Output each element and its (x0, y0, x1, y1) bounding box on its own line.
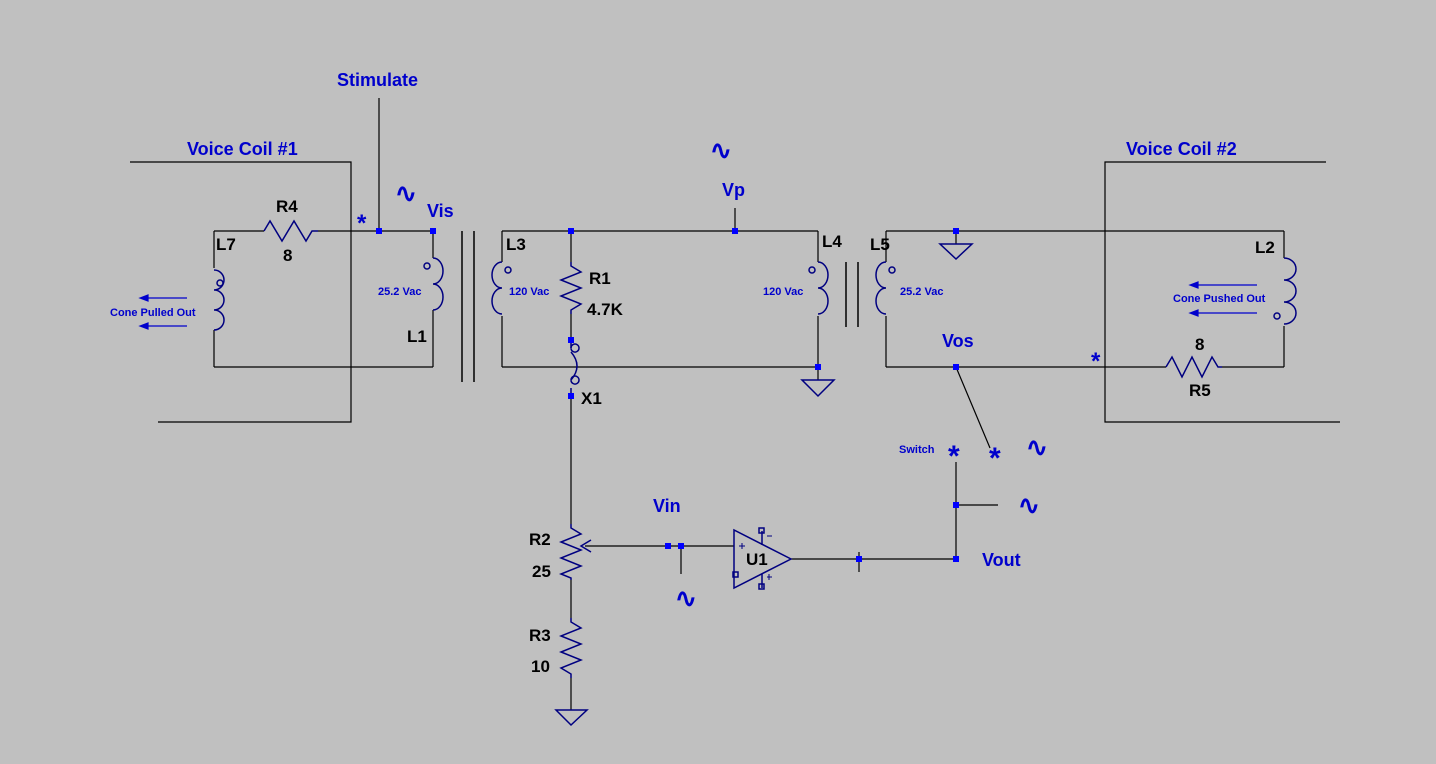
lower-circuit-wires[interactable] (570, 396, 998, 710)
label-u1: U1 (746, 550, 768, 569)
label-x1: X1 (581, 389, 602, 408)
middle-loop-wires[interactable] (501, 208, 819, 380)
label-l1: L1 (407, 327, 427, 346)
label-vp: Vp (722, 180, 746, 200)
ground-top-right (938, 243, 974, 261)
label-l5: L5 (870, 235, 890, 254)
right-loop-wires[interactable] (885, 230, 1285, 368)
switch-x1[interactable] (570, 340, 580, 396)
resistor-r5[interactable] (1165, 355, 1222, 379)
signal-icon-vp: ∿ (710, 135, 732, 165)
label-vis: Vis (427, 201, 454, 221)
label-stimulate: Stimulate (337, 70, 419, 90)
signal-icon-vis: ∿ (395, 178, 417, 208)
label-r4: R4 (276, 197, 298, 216)
label-l4: L4 (822, 232, 842, 251)
transformer-core-2 (845, 262, 859, 327)
ground-bottom (554, 709, 589, 727)
cone-pushed-out-arrows (1188, 281, 1257, 317)
voice-coil-1-frame (130, 161, 352, 423)
label-vout: Vout (982, 550, 1021, 570)
label-cone-pulled-out: Cone Pulled Out (110, 307, 196, 319)
label-r3-value: 10 (531, 657, 550, 676)
cone-pulled-out-arrows (138, 294, 187, 330)
star-marker-left: * (357, 210, 367, 237)
label-vin: Vin (653, 496, 681, 516)
label-l4-value: 120 Vac (763, 286, 804, 298)
ground-l4 (800, 379, 836, 398)
label-r4-value: 8 (283, 246, 293, 265)
resistor-r2[interactable] (558, 524, 584, 580)
resistor-r3[interactable] (558, 618, 584, 678)
voice-coil-2-frame (1104, 161, 1340, 423)
signal-icon-vout: ∿ (1018, 490, 1040, 520)
r2-wiper-arrow (579, 539, 592, 553)
label-r1: R1 (589, 269, 611, 288)
signal-icon-switch: ∿ (1026, 432, 1048, 462)
label-l3: L3 (506, 235, 526, 254)
label-r5: R5 (1189, 381, 1211, 400)
vos-switch-wire[interactable] (955, 366, 991, 449)
resistor-r1[interactable] (558, 262, 584, 314)
label-r2: R2 (529, 530, 551, 549)
star-switch-left: * (948, 440, 960, 473)
label-l7: L7 (216, 235, 236, 254)
label-l1-value: 25.2 Vac (378, 286, 422, 298)
inductor-l1[interactable] (423, 257, 444, 311)
transformer-core-1 (461, 231, 475, 382)
label-cone-pushed-out: Cone Pushed Out (1173, 293, 1266, 305)
inductor-l7[interactable] (213, 269, 225, 331)
label-r2-value: 25 (532, 562, 551, 581)
signal-icon-vin: ∿ (675, 583, 697, 613)
label-l2: L2 (1255, 238, 1275, 257)
label-r3: R3 (529, 626, 551, 645)
label-r1-value: 4.7K (587, 300, 623, 319)
junction-dots (376, 228, 959, 562)
left-loop-wires[interactable] (213, 230, 434, 368)
label-vos: Vos (942, 331, 974, 351)
inductor-l5[interactable] (875, 261, 896, 315)
star-marker-right: * (1091, 348, 1101, 375)
resistor-r4[interactable] (263, 219, 318, 243)
opamp-u1[interactable] (732, 527, 793, 590)
label-voice-coil-1: Voice Coil #1 (187, 139, 298, 159)
label-voice-coil-2: Voice Coil #2 (1126, 139, 1237, 159)
label-l5-value: 25.2 Vac (900, 286, 944, 298)
star-switch-right: * (989, 442, 1001, 475)
label-switch: Switch (899, 444, 935, 456)
inductor-l3[interactable] (491, 261, 512, 315)
inductor-l4[interactable] (808, 261, 829, 315)
label-r5-value: 8 (1195, 335, 1205, 354)
label-l3-value: 120 Vac (509, 286, 550, 298)
inductor-l2[interactable] (1273, 257, 1297, 325)
